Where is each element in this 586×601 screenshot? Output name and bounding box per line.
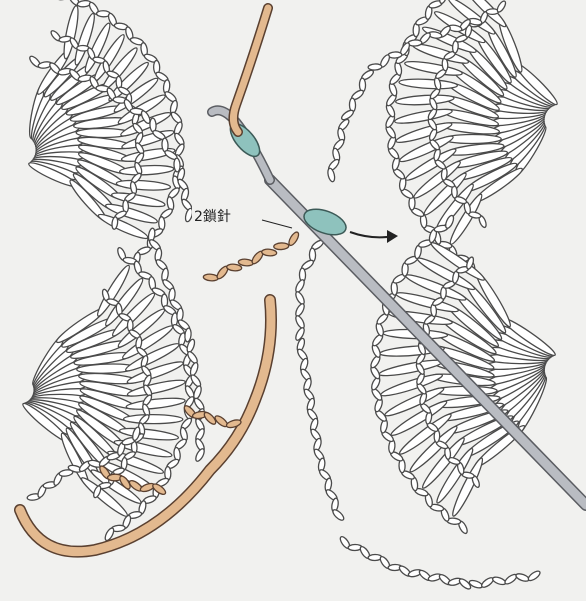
post-chain	[294, 291, 306, 306]
edge-chain	[515, 572, 530, 582]
edge-chain	[368, 64, 382, 71]
edge-chain	[150, 118, 157, 132]
right-motif	[294, 0, 560, 591]
fan-stitch	[449, 456, 486, 518]
fan-stitch	[124, 414, 183, 423]
tan-chain-stitch	[203, 274, 218, 282]
chain-stitch-label: 2鎖針	[192, 206, 233, 226]
edge-chain	[56, 0, 71, 1]
annotation-leader-line	[262, 220, 292, 228]
yarn-strand	[233, 8, 268, 132]
edge-chain	[162, 138, 169, 152]
edge-chain	[492, 576, 507, 586]
post-chain	[331, 508, 345, 522]
post-chain	[294, 279, 306, 294]
edge-chain	[327, 168, 336, 183]
edge-chain	[174, 158, 181, 172]
post-chain	[194, 448, 206, 463]
edge-chain	[46, 0, 60, 1]
tan-chain-stitch	[274, 243, 289, 250]
fan-stitch	[116, 179, 171, 192]
fan-stitch	[119, 164, 174, 176]
fan-stitch	[399, 78, 458, 90]
tan-chain-stitch	[287, 231, 300, 247]
post-chain	[192, 385, 202, 400]
edge-chain	[388, 52, 402, 59]
post-chain	[294, 303, 306, 318]
direction-arrowhead	[387, 230, 398, 243]
post-chain	[294, 315, 306, 330]
tan-chain-stitch	[238, 259, 253, 267]
post-chain	[189, 362, 199, 377]
tan-chain-stitch	[261, 249, 276, 257]
fan-stitch	[126, 396, 186, 411]
fan-stitch	[395, 94, 454, 107]
edge-chain	[527, 569, 542, 582]
left-motif	[20, 0, 206, 542]
edge-chain	[408, 40, 422, 47]
tan-chain-stitch	[226, 264, 241, 272]
inner-chain	[496, 0, 507, 13]
